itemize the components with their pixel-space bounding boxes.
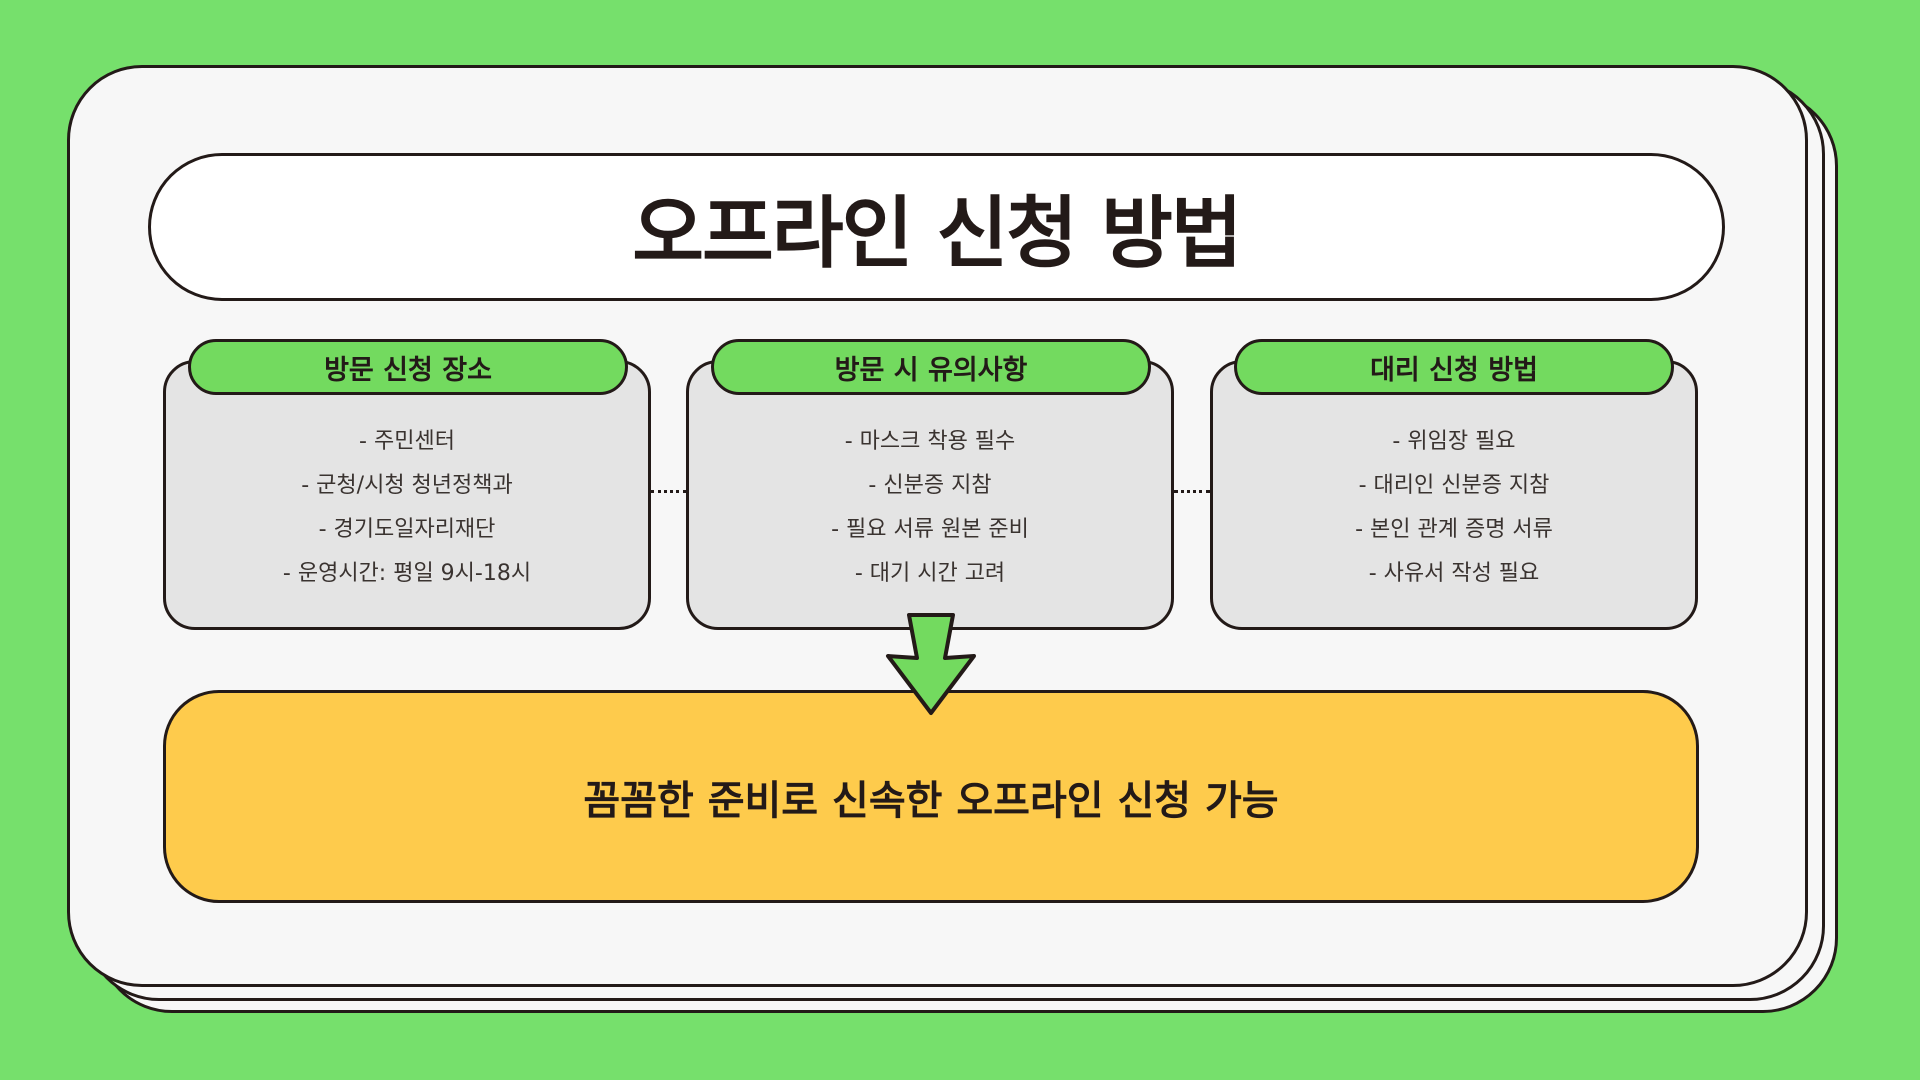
- list-item: - 군청/시청 청년정책과: [301, 473, 513, 498]
- down-arrow-icon: [886, 613, 976, 715]
- card-list-proxy-method: - 위임장 필요 - 대리인 신분증 지참 - 본인 관계 증명 서류 - 사유…: [1210, 420, 1698, 596]
- card-visit-notes: [686, 360, 1174, 630]
- card-heading-visit-location: 방문 신청 장소: [188, 339, 628, 395]
- list-item: - 대리인 신분증 지참: [1358, 473, 1550, 498]
- list-item: - 신분증 지참: [868, 473, 992, 498]
- list-item: - 사유서 작성 필요: [1368, 561, 1540, 586]
- list-item: - 운영시간: 평일 9시-18시: [282, 561, 532, 586]
- dotted-connector-1: [651, 490, 686, 493]
- list-item: - 마스크 착용 필수: [844, 429, 1016, 454]
- card-heading-proxy-method: 대리 신청 방법: [1234, 339, 1674, 395]
- dotted-connector-2: [1174, 490, 1210, 493]
- card-list-visit-notes: - 마스크 착용 필수 - 신분증 지참 - 필요 서류 원본 준비 - 대기 …: [686, 420, 1174, 596]
- list-item: - 경기도일자리재단: [318, 517, 496, 542]
- title-banner: 오프라인 신청 방법: [148, 153, 1725, 301]
- page-title: 오프라인 신청 방법: [632, 189, 1242, 279]
- list-item: - 주민센터: [359, 429, 455, 454]
- result-box: 꼼꼼한 준비로 신속한 오프라인 신청 가능: [163, 690, 1699, 903]
- list-item: - 대기 시간 고려: [854, 561, 1006, 586]
- list-item: - 위임장 필요: [1392, 429, 1516, 454]
- card-visit-location: [163, 360, 651, 630]
- card-heading-visit-notes: 방문 시 유의사항: [711, 339, 1151, 395]
- result-text: 꼼꼼한 준비로 신속한 오프라인 신청 가능: [583, 777, 1279, 824]
- list-item: - 본인 관계 증명 서류: [1355, 517, 1553, 542]
- list-item: - 필요 서류 원본 준비: [831, 517, 1029, 542]
- card-list-visit-location: - 주민센터 - 군청/시청 청년정책과 - 경기도일자리재단 - 운영시간: …: [163, 420, 651, 596]
